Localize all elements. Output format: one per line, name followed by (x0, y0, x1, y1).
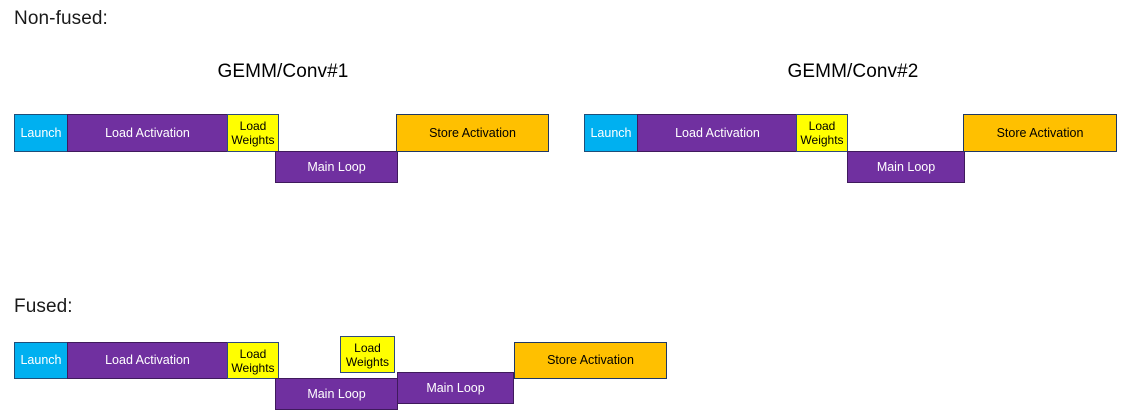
section-label-non-fused: Non-fused: (14, 8, 108, 29)
timeline-block-main-loop-fused-2: Main Loop (397, 372, 514, 404)
timeline-block-launch-1: Launch (14, 114, 68, 152)
timeline-block-load-weights-fused-1: Load Weights (227, 342, 279, 379)
timeline-block-store-activation-2: Store Activation (963, 114, 1117, 152)
timeline-block-launch-2: Launch (584, 114, 638, 152)
timeline-block-load-activation-2: Load Activation (637, 114, 798, 152)
timeline-block-main-loop-1: Main Loop (275, 151, 398, 183)
timeline-block-load-activation-fused: Load Activation (67, 342, 228, 379)
group-title-gemm-conv-1: GEMM/Conv#1 (217, 61, 349, 82)
timeline-block-launch-fused: Launch (14, 342, 68, 379)
timeline-block-store-activation-1: Store Activation (396, 114, 549, 152)
timeline-block-main-loop-fused-1: Main Loop (275, 378, 398, 410)
timeline-block-store-activation-fused: Store Activation (514, 342, 667, 379)
timeline-block-load-weights-fused-2: Load Weights (340, 336, 395, 373)
group-title-gemm-conv-2: GEMM/Conv#2 (787, 61, 919, 82)
timeline-block-load-activation-1: Load Activation (67, 114, 228, 152)
timeline-block-main-loop-2: Main Loop (847, 151, 965, 183)
timeline-block-load-weights-2: Load Weights (796, 114, 848, 152)
timeline-block-load-weights-1: Load Weights (227, 114, 279, 152)
section-label-fused: Fused: (14, 296, 73, 317)
